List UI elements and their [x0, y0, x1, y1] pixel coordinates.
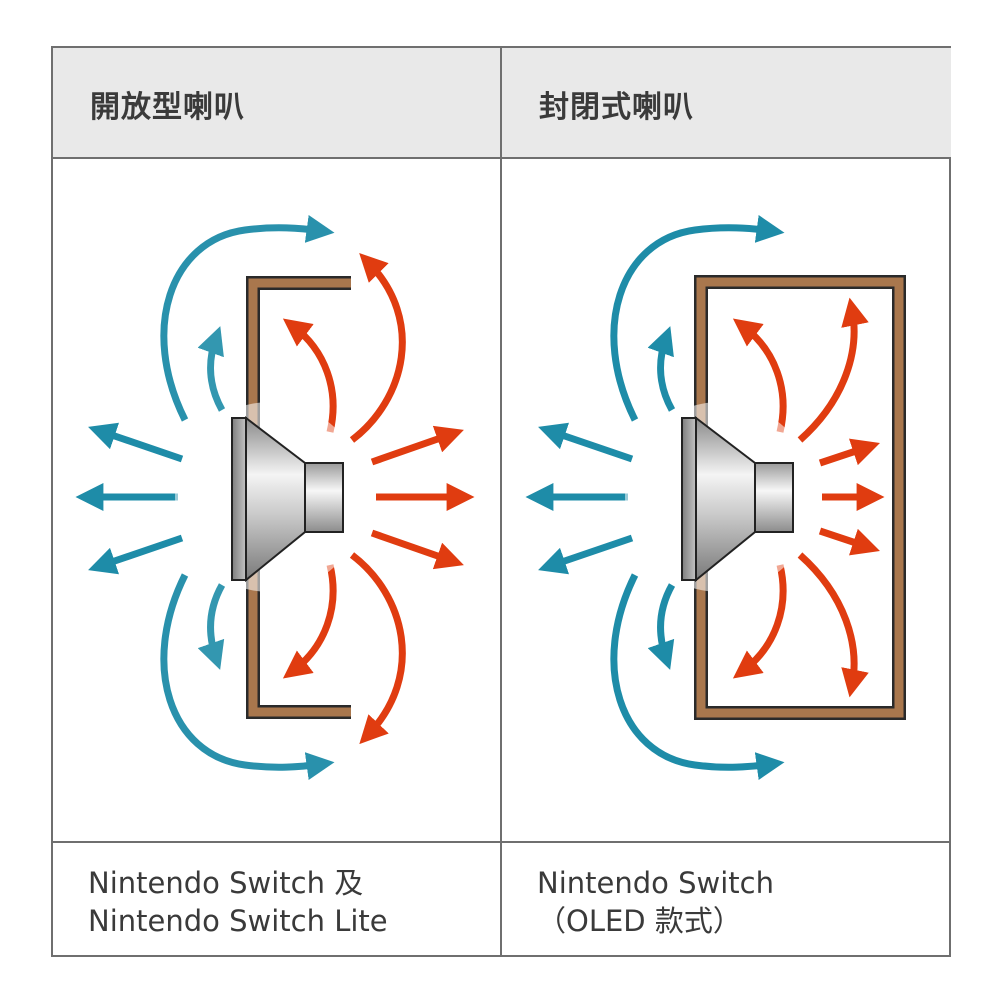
- blue-arc-bottom-small-closed: [647, 583, 676, 670]
- red-arrow-right-down-closed: [818, 527, 880, 556]
- blue-arc-top-small-closed: [647, 326, 676, 412]
- red-arc-top-small: [282, 318, 337, 433]
- caption-open-line2: Nintendo Switch Lite: [88, 904, 388, 938]
- open-speaker-unit: [231, 415, 344, 583]
- blue-arc-top-small: [197, 326, 226, 412]
- blue-arrow-left-up-closed: [538, 422, 634, 463]
- closed-speaker-unit: [681, 415, 794, 583]
- blue-arc-bottom-large: [160, 573, 335, 780]
- red-arrow-right-up: [370, 425, 464, 466]
- red-arc-top-large: [349, 253, 406, 443]
- red-arc-top-large-closed: [797, 297, 869, 443]
- header-closed-speaker: 封閉式喇叭: [502, 48, 951, 159]
- red-arrow-right-up-closed: [818, 438, 880, 467]
- red-arc-top-small-closed: [732, 318, 787, 433]
- header-open-speaker: 開放型喇叭: [53, 48, 502, 159]
- footer-divider: [53, 841, 949, 843]
- comparison-table: 開放型喇叭 封閉式喇叭 Nintendo Switch 及 Nintendo S…: [51, 46, 951, 957]
- header-closed-speaker-title: 封閉式喇叭: [539, 90, 694, 125]
- blue-arc-bottom-large-closed: [610, 573, 785, 780]
- blue-arc-bottom-small: [197, 583, 226, 670]
- caption-closed-speaker: Nintendo Switch （OLED 款式）: [537, 864, 774, 940]
- red-arc-bottom-large-closed: [797, 552, 869, 698]
- blue-arrow-left-up: [88, 422, 184, 463]
- red-arrow-right-down: [370, 529, 464, 570]
- blue-arc-top-large: [160, 215, 335, 422]
- closed-speaker-diagram: [525, 215, 906, 780]
- red-arc-bottom-small: [282, 564, 337, 679]
- blue-arrow-left-down-closed: [538, 534, 634, 575]
- header-open-speaker-title: 開放型喇叭: [90, 90, 245, 125]
- caption-closed-line2: （OLED 款式）: [537, 904, 742, 938]
- red-arc-bottom-large: [349, 552, 406, 745]
- caption-open-line1: Nintendo Switch 及: [88, 866, 364, 900]
- open-speaker-diagram: [75, 215, 475, 780]
- caption-open-speaker: Nintendo Switch 及 Nintendo Switch Lite: [88, 864, 388, 940]
- column-divider: [500, 48, 502, 955]
- blue-arrow-left-down: [88, 534, 184, 575]
- red-arc-bottom-small-closed: [732, 564, 787, 679]
- blue-arc-top-large-closed: [610, 215, 785, 422]
- caption-closed-line1: Nintendo Switch: [537, 866, 774, 900]
